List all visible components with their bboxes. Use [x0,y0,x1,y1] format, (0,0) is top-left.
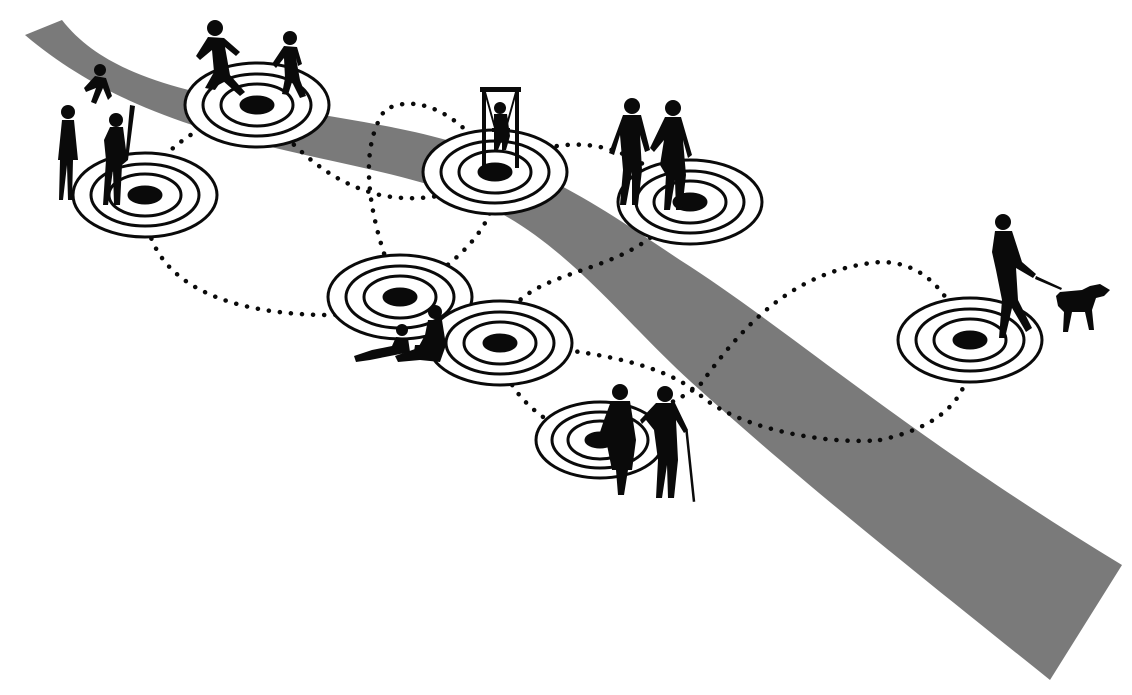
target-node [73,153,217,237]
target-node [428,301,572,385]
target-node [185,63,329,147]
